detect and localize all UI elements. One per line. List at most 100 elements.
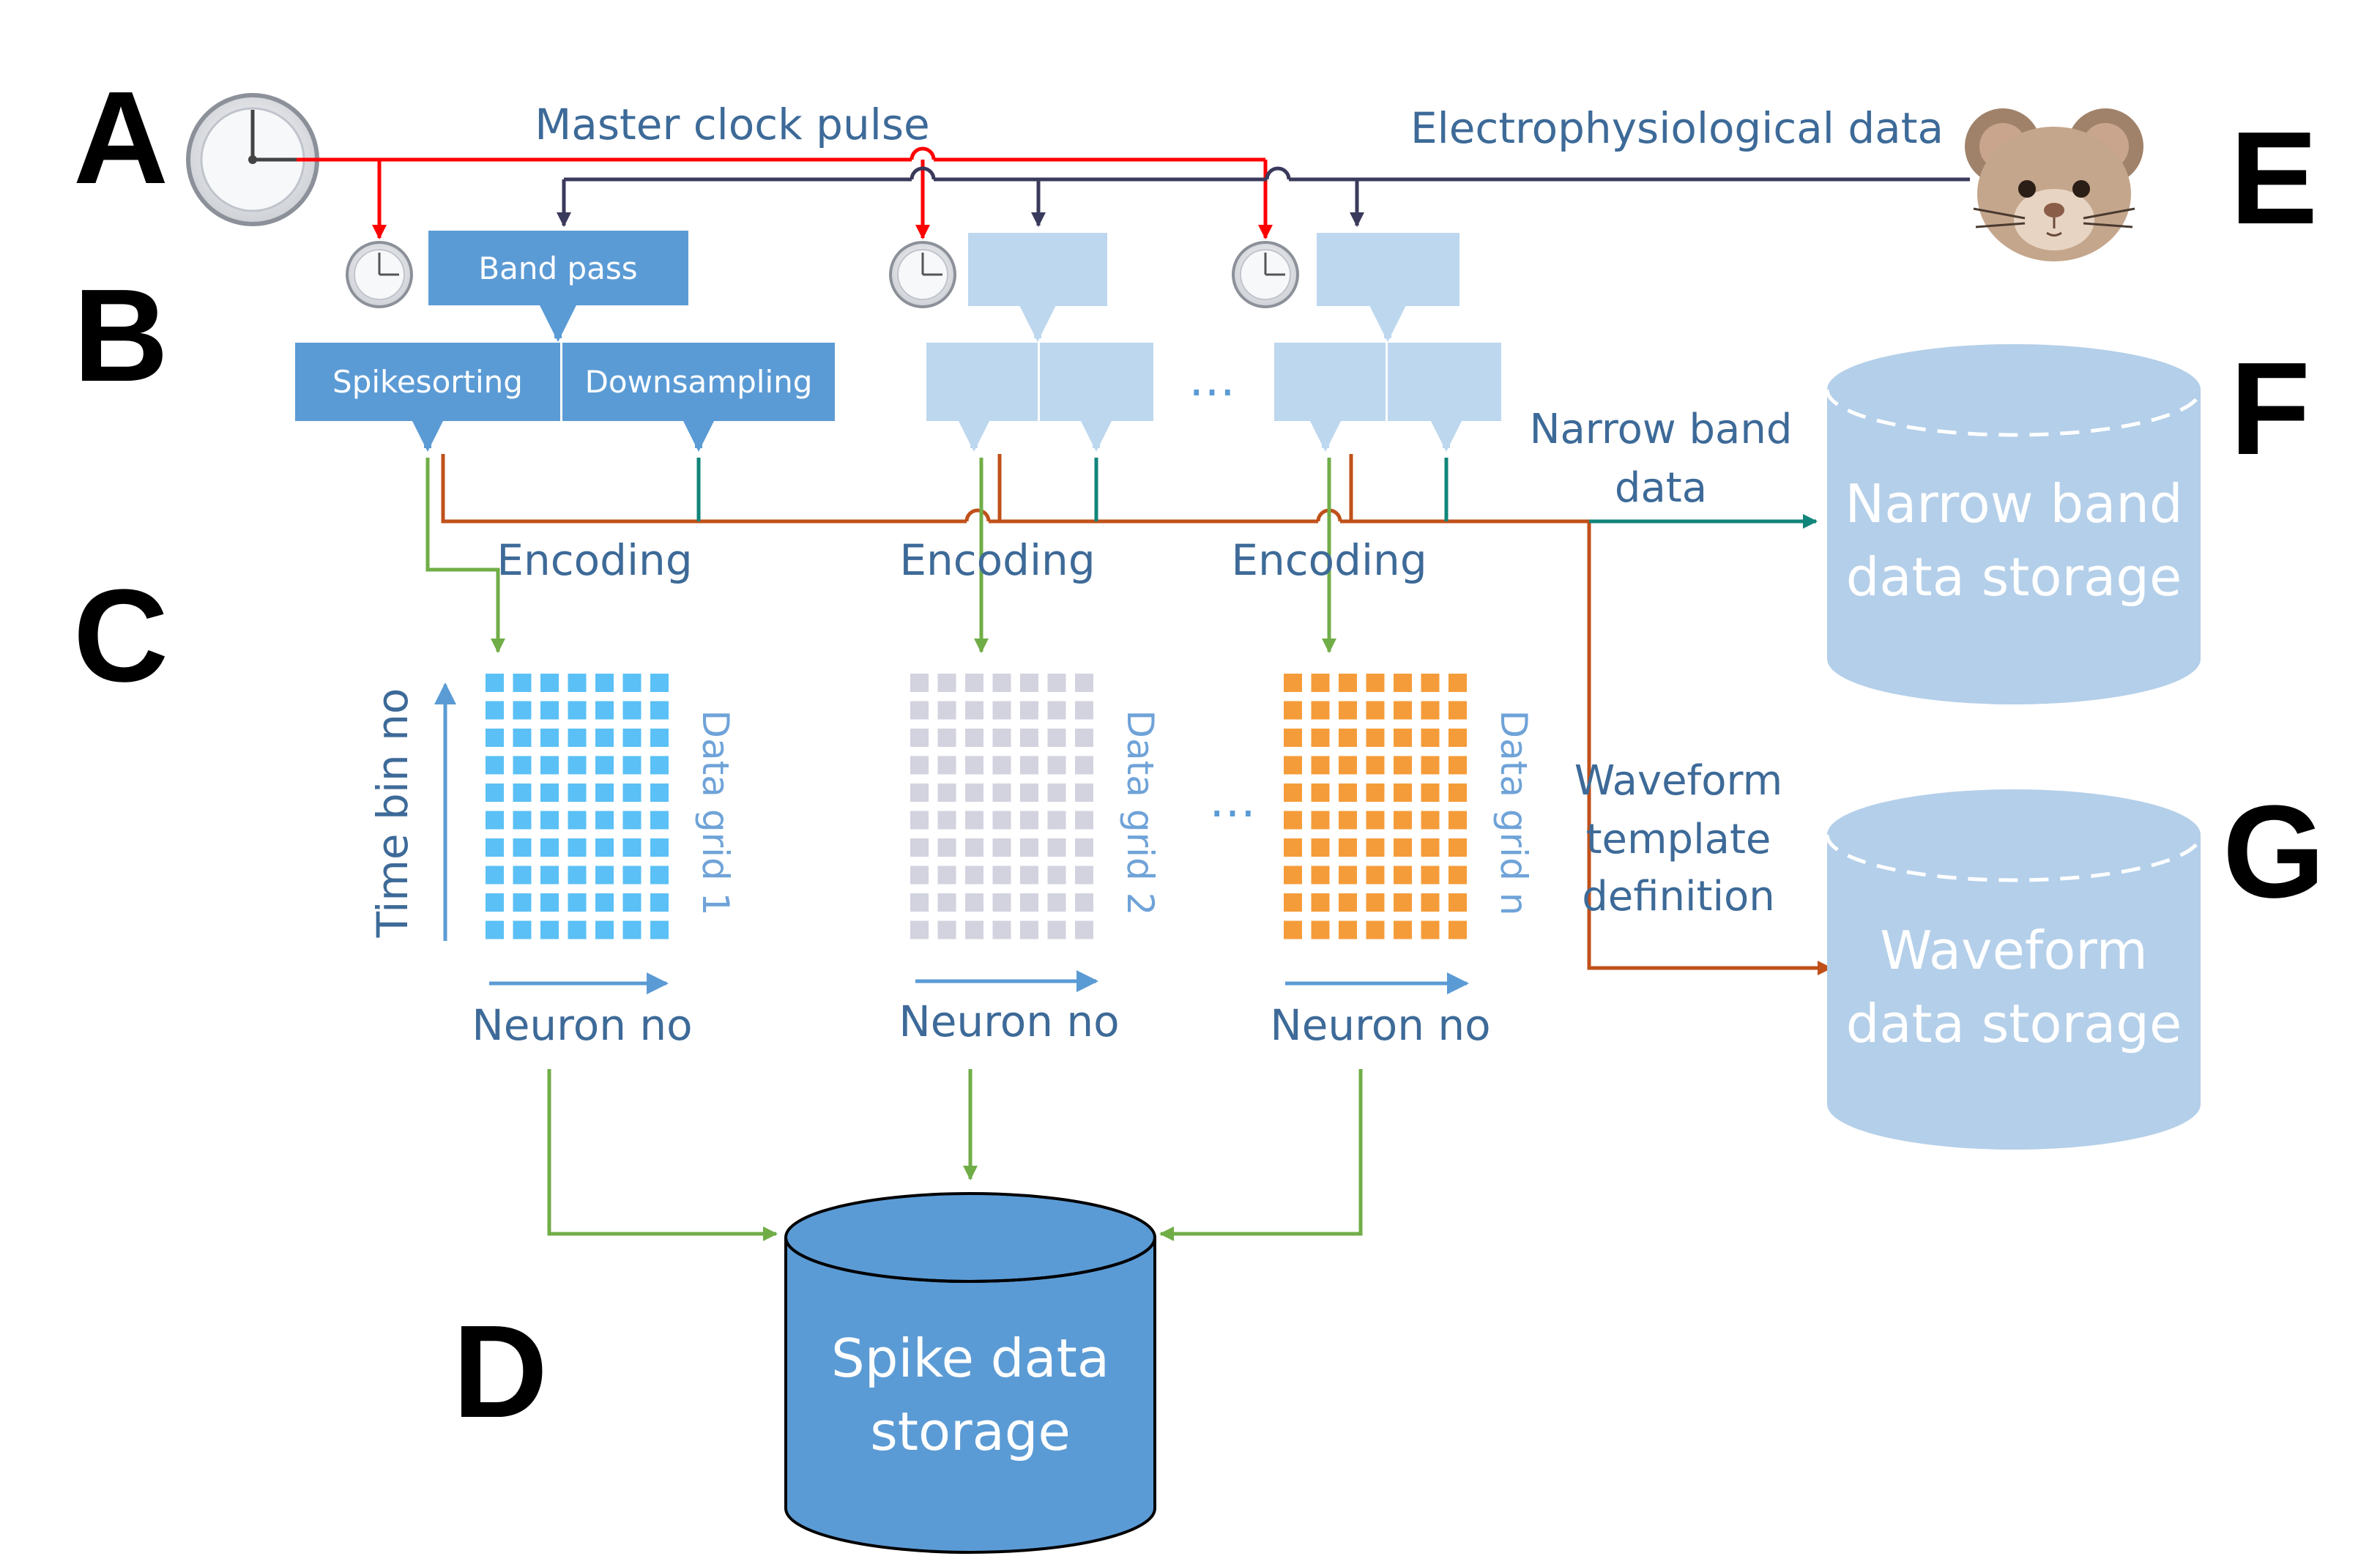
- grid-cell: [595, 866, 614, 885]
- grid-cell: [992, 674, 1011, 692]
- grid-cell: [1020, 838, 1038, 857]
- grid-cell: [1339, 811, 1357, 830]
- chain-ellipsis: …: [1189, 353, 1235, 407]
- grid-cell: [937, 729, 956, 747]
- grid-cell: [1020, 811, 1038, 830]
- grid-cell: [568, 674, 587, 692]
- grid-cell: [937, 783, 956, 802]
- grid-cell: [992, 729, 1011, 747]
- grid-cell: [513, 838, 532, 857]
- grid-cell: [622, 729, 642, 747]
- grid-cell: [513, 866, 532, 885]
- grid-cell: [937, 674, 956, 692]
- grid-cell: [992, 701, 1011, 720]
- grid-cell: [650, 674, 669, 692]
- grid-cell: [965, 838, 983, 857]
- grid-cell: [1075, 756, 1093, 775]
- grid-cell: [622, 838, 642, 857]
- grid-cell: [1075, 893, 1093, 912]
- grid-cell: [1339, 701, 1357, 720]
- grid-cell: [1421, 729, 1440, 747]
- mouse-icon: [1965, 108, 2143, 261]
- grid-cell: [622, 811, 642, 830]
- grid-cell: [1075, 701, 1093, 720]
- grid-cell: [992, 811, 1011, 830]
- grid-cell: [910, 674, 929, 692]
- grid-cell: [992, 838, 1011, 857]
- processing-chain-2: [889, 233, 1153, 452]
- grid-cell: [1394, 893, 1412, 912]
- grid-cell: [486, 701, 504, 720]
- grid-cell: [1366, 920, 1385, 939]
- downsampling-box: [1388, 343, 1501, 421]
- grid-cell: [1311, 866, 1330, 885]
- grid-cell: [1339, 783, 1357, 802]
- grid-cell: [1421, 674, 1440, 692]
- grid-cell: [937, 920, 956, 939]
- grid-cell: [1284, 838, 1302, 857]
- encoding-label-n: Encoding: [1231, 535, 1427, 585]
- grid-cell: [965, 701, 983, 720]
- data-grid-2: [910, 674, 1093, 939]
- panel-letter-g: G: [2223, 778, 2325, 926]
- grid-cell: [1421, 701, 1440, 720]
- x-axis-label-2: Neuron no: [899, 997, 1119, 1046]
- clock-icon: [346, 241, 413, 308]
- grid-cell: [910, 701, 929, 720]
- grid-cell: [1449, 783, 1467, 802]
- grid-cell: [540, 838, 559, 857]
- narrow-band-output-label-2: data: [1615, 464, 1707, 512]
- spike-storage-label-1: Spike data: [831, 1328, 1109, 1389]
- encoding-label-1: Encoding: [497, 535, 692, 585]
- encoding-label-2: Encoding: [899, 535, 1095, 585]
- grid-cell: [910, 893, 929, 912]
- grid-cell: [540, 893, 559, 912]
- processing-chain-1: Band pass Spikesorting Downsampling: [295, 231, 835, 452]
- clock-icon: [889, 241, 956, 308]
- grid-cell: [992, 866, 1011, 885]
- grid-cell: [992, 893, 1011, 912]
- grid-cell: [1047, 866, 1066, 885]
- waveform-bus-lines: [441, 454, 1832, 975]
- grid-cell: [595, 811, 614, 830]
- grid-cell: [650, 920, 669, 939]
- grid-cell: [1366, 893, 1385, 912]
- grid-cell: [595, 893, 614, 912]
- grid-cell: [568, 866, 587, 885]
- grid-cell: [937, 811, 956, 830]
- data-grid-1: [486, 674, 669, 939]
- grid-cell: [486, 920, 504, 939]
- grid-cell: [568, 811, 587, 830]
- grid-cell: [1421, 811, 1440, 830]
- grid-cell: [1047, 701, 1066, 720]
- grid-cell: [540, 920, 559, 939]
- panel-letter-d: D: [453, 1298, 548, 1445]
- grid-cell: [1366, 838, 1385, 857]
- grid-cell: [568, 893, 587, 912]
- grid-ellipsis: …: [1209, 774, 1256, 828]
- grid-cell: [992, 756, 1011, 775]
- grid-cell: [622, 866, 642, 885]
- grid-cell: [1394, 701, 1412, 720]
- grid-cell: [1284, 893, 1302, 912]
- grid-cell: [595, 756, 614, 775]
- grid-cell: [1339, 838, 1357, 857]
- grid-cell: [622, 756, 642, 775]
- grid-cell: [1311, 920, 1330, 939]
- grid-cell: [650, 783, 669, 802]
- grid-cell: [540, 811, 559, 830]
- grid-cell: [513, 783, 532, 802]
- encoding-lines: [425, 458, 1336, 653]
- spikesorting-label: Spikesorting: [332, 364, 523, 400]
- grid-cell: [910, 756, 929, 775]
- narrow-band-output-label-1: Narrow band: [1530, 406, 1793, 453]
- spike-storage-label-2: storage: [870, 1401, 1071, 1462]
- grid-cell: [1421, 783, 1440, 802]
- grid-cell: [1284, 811, 1302, 830]
- grid-cell: [486, 811, 504, 830]
- narrow-band-storage-database-icon: [1825, 344, 2203, 704]
- grid-cell: [1394, 920, 1412, 939]
- grid-cell: [910, 811, 929, 830]
- electrophysiological-label: Electrophysiological data: [1410, 103, 1944, 153]
- grid-cell: [965, 811, 983, 830]
